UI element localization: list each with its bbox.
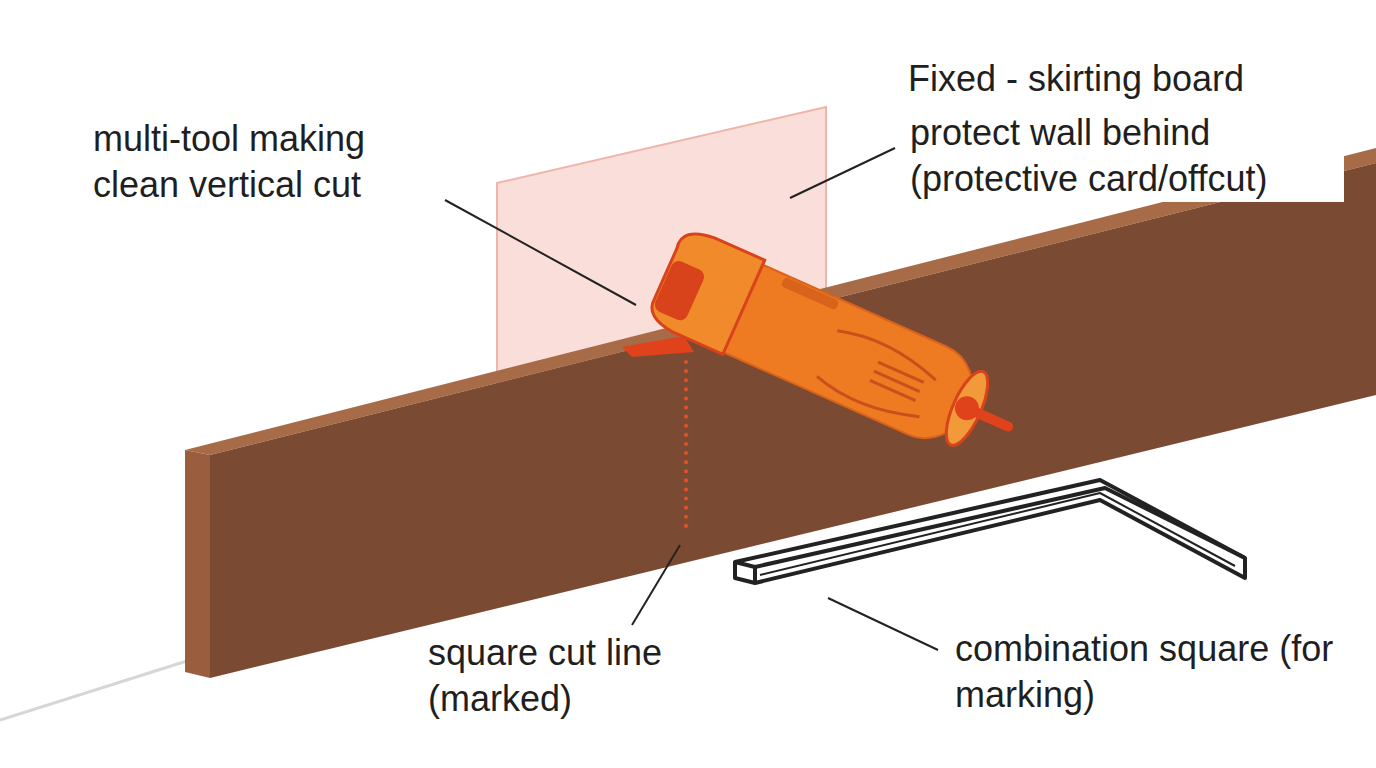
callout-label: protect wall behind (protective card/off… xyxy=(904,110,1344,202)
tool-blade xyxy=(622,336,694,357)
cut-line xyxy=(684,362,688,526)
floor-line xyxy=(0,660,190,720)
board-front xyxy=(210,163,1376,678)
skirting-board xyxy=(185,148,1376,678)
leader-lines xyxy=(445,148,938,650)
leader-line xyxy=(632,545,680,625)
leader-line xyxy=(828,598,938,650)
leader-line xyxy=(445,200,636,305)
combination-square xyxy=(735,480,1245,583)
callout-label: Fixed - skirting board xyxy=(908,56,1348,102)
board-end xyxy=(185,450,210,678)
callout-label: combination square (for marking) xyxy=(955,626,1345,718)
leader-line xyxy=(790,148,895,198)
callout-label: square cut line (marked) xyxy=(428,630,728,722)
multi-tool xyxy=(622,225,1034,474)
callout-label: multi-tool making clean vertical cut xyxy=(93,116,438,208)
